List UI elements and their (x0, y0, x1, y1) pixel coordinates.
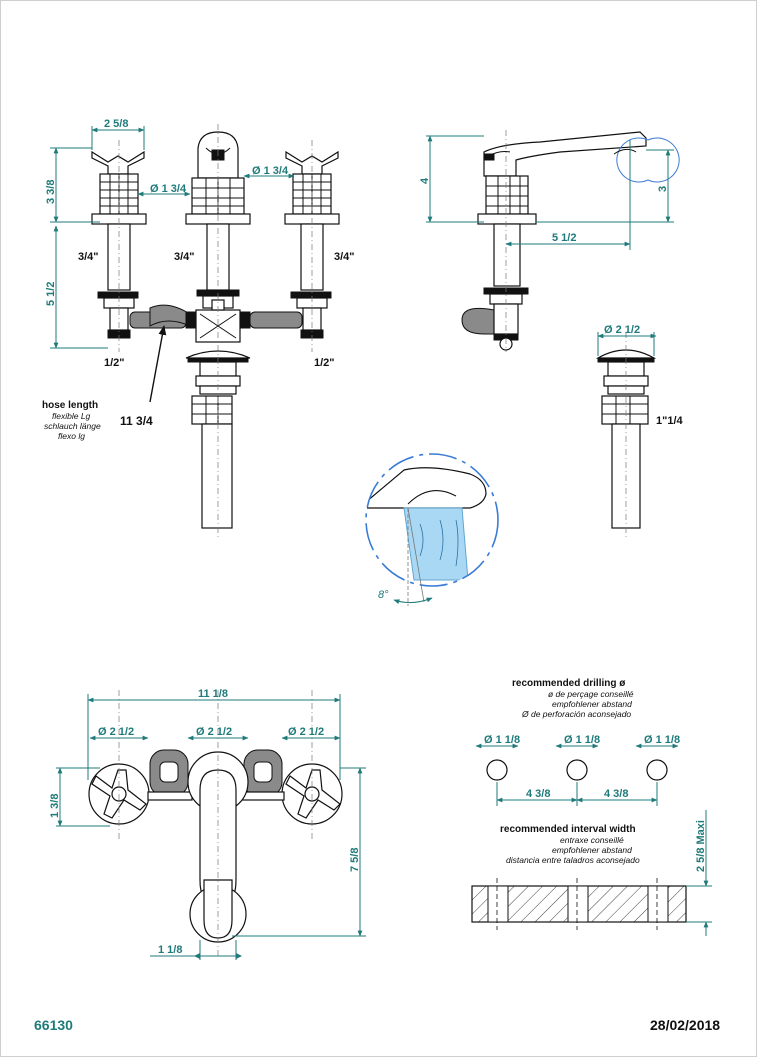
dim-top-diam-left: Ø 2 1/2 (98, 726, 134, 738)
interval-fr: entraxe conseillé (560, 835, 624, 845)
hole-diam-1: Ø 1 1/8 (484, 734, 520, 746)
interval-title: recommended interval width (500, 824, 636, 835)
drill-hole-2 (566, 759, 588, 781)
detail-angle-label: 8° (378, 589, 389, 601)
drill-hole-1 (486, 759, 508, 781)
hole-spacing-2: 4 3/8 (604, 788, 628, 800)
drain-view: Ø 2 1/2 1"1/4 (595, 324, 684, 540)
hose-length-value: 11 3/4 (120, 414, 153, 428)
hose-length-title: hose length (42, 400, 98, 411)
top-view: 11 1/8 Ø 2 1/2 Ø 2 1/2 Ø 2 1/2 1 3/8 7 5… (49, 688, 366, 960)
reference-number: 66130 (34, 1017, 73, 1033)
hose-length-es: flexo lg (58, 431, 85, 441)
drilling-es: Ø de perforación aconsejado (521, 709, 631, 719)
drawing-date: 28/02/2018 (650, 1017, 720, 1033)
dim-spout-width: 1 1/8 (158, 944, 182, 956)
drilling-title: recommended drilling ø (512, 678, 626, 689)
side-view: 4 5 1/2 3 (419, 130, 680, 352)
dim-side-reach: 5 1/2 (552, 232, 576, 244)
interval-section: recommended interval width entraxe conse… (471, 810, 712, 936)
dim-drain-diameter: Ø 2 1/2 (604, 324, 640, 336)
dim-handle-depth: 1 3/8 (49, 794, 61, 818)
dim-diam-left: Ø 1 3/4 (150, 183, 187, 195)
drain-thread-label: 1"1/4 (656, 415, 684, 427)
dim-overall-width: 11 1/8 (198, 688, 228, 700)
drill-hole-3 (646, 759, 668, 781)
dim-diam-center: Ø 1 3/4 (252, 165, 289, 177)
top-hoses (147, 749, 285, 801)
drilling-fr: ø de perçage conseillé (548, 689, 634, 699)
inlet-left-label: 1/2" (104, 357, 125, 369)
thread-right-label: 3/4" (334, 251, 355, 263)
drilling-de: empfohlener abstand (552, 699, 632, 709)
dim-handle-width: 2 5/8 (104, 118, 128, 130)
dim-body-height: 3 3/8 (45, 180, 57, 204)
interval-thickness: 2 5/8 Maxi (695, 820, 707, 872)
hole-diam-2: Ø 1 1/8 (564, 734, 600, 746)
dim-top-diam-right: Ø 2 1/2 (288, 726, 324, 738)
thread-center-label: 3/4" (174, 251, 195, 263)
drilling-section: recommended drilling ø ø de perçage cons… (475, 678, 680, 806)
dim-side-height: 4 (419, 177, 431, 184)
hole-spacing-1: 4 3/8 (526, 788, 550, 800)
interval-es: distancia entre taladros aconsejado (506, 855, 640, 865)
hole-diam-3: Ø 1 1/8 (644, 734, 680, 746)
hose-length-de: schlauch länge (44, 421, 101, 431)
thread-left-label: 3/4" (78, 251, 99, 263)
hose-length-fr: flexible Lg (52, 411, 91, 421)
detail-view: 8° (365, 453, 499, 606)
interval-de: empfohlener abstand (552, 845, 632, 855)
dim-spout-height: 3 (657, 186, 669, 192)
dim-overall-depth: 7 5/8 (349, 848, 361, 872)
hose-assembly (129, 299, 303, 343)
inlet-right-label: 1/2" (314, 357, 335, 369)
front-view: 2 5/8 3 3/8 5 1/2 Ø 1 3/4 Ø 1 3/4 3/4" 3… (42, 118, 355, 540)
dim-shank-length: 5 1/2 (45, 282, 57, 306)
dim-top-diam-center: Ø 2 1/2 (196, 726, 232, 738)
